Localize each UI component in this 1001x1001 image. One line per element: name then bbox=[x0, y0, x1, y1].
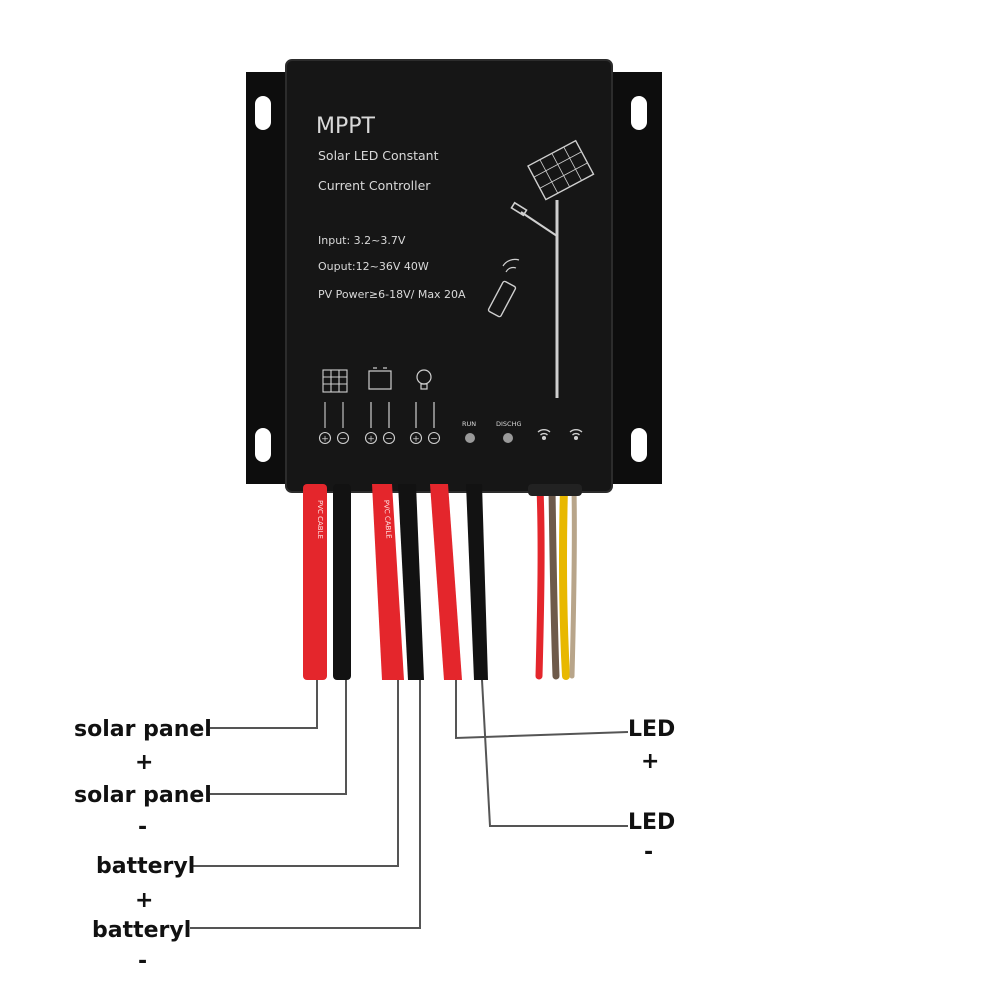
leader-line-led-positive bbox=[455, 680, 629, 740]
subtitle-line2: Current Controller bbox=[318, 178, 431, 193]
terminal-minus-icon bbox=[336, 431, 350, 445]
wireless-signal-icon bbox=[569, 429, 583, 441]
solar-panel-icon bbox=[322, 369, 348, 428]
spec-input: Input: 3.2~3.7V bbox=[318, 234, 406, 247]
terminal-minus-icon bbox=[427, 431, 441, 445]
wire-solar-negative bbox=[333, 484, 351, 680]
terminal-plus-sign: + bbox=[412, 435, 420, 445]
battery-icon bbox=[368, 367, 392, 428]
leader-line-battery-positive bbox=[190, 680, 399, 867]
run-label: RUN bbox=[462, 420, 476, 428]
label-led-negative-sign: - bbox=[644, 840, 654, 865]
mount-hole-top-right bbox=[631, 96, 647, 130]
terminal-minus-icon bbox=[382, 431, 396, 445]
mount-hole-top-left bbox=[255, 96, 271, 130]
terminal-minus-sign: − bbox=[339, 435, 347, 445]
wireless-signal-icon bbox=[537, 429, 551, 441]
spec-pv: PV Power≥6-18V/ Max 20A bbox=[318, 288, 466, 301]
label-solar-panel-negative-sign: - bbox=[138, 815, 148, 840]
cable-print: PVC CABLE bbox=[316, 500, 324, 539]
label-solar-panel-positive: solar panel bbox=[74, 717, 212, 742]
wire-solar-positive: PVC CABLE bbox=[303, 484, 327, 680]
label-battery-positive: batteryl bbox=[96, 854, 196, 879]
cable-print: PVC CABLE bbox=[382, 500, 393, 539]
terminal-markers: +−+−+− bbox=[318, 431, 441, 445]
label-solar-panel-negative: solar panel bbox=[74, 783, 212, 808]
discharge-label: DISCHG bbox=[496, 420, 522, 428]
terminal-plus-sign: + bbox=[321, 435, 329, 445]
label-battery-negative: batteryl bbox=[92, 918, 192, 943]
wire-led-positive bbox=[430, 484, 462, 680]
wire-battery-negative bbox=[398, 484, 424, 680]
label-led-positive: LED bbox=[628, 717, 676, 742]
solar-street-lamp-icon bbox=[510, 139, 595, 398]
subtitle-line1: Solar LED Constant bbox=[318, 148, 439, 163]
remote-control-icon bbox=[487, 258, 520, 318]
label-solar-panel-positive-sign: + bbox=[135, 750, 154, 775]
label-battery-positive-sign: + bbox=[135, 888, 154, 913]
terminal-plus-icon bbox=[364, 431, 378, 445]
terminal-plus-icon bbox=[409, 431, 423, 445]
mount-hole-bottom-right bbox=[631, 428, 647, 462]
lightbulb-icon bbox=[415, 369, 435, 428]
leader-line-solar-negative bbox=[210, 680, 347, 795]
terminal-minus-sign: − bbox=[385, 435, 393, 445]
mounting-flange-right bbox=[606, 72, 662, 484]
leader-line-solar-positive bbox=[210, 680, 318, 729]
signal-wire-bundle bbox=[528, 484, 582, 680]
leader-line-led-negative bbox=[481, 679, 628, 827]
label-led-negative: LED bbox=[628, 810, 676, 835]
wire-led-negative bbox=[466, 484, 488, 680]
label-led-positive-sign: + bbox=[641, 749, 660, 774]
terminal-plus-icon bbox=[318, 431, 332, 445]
spec-output: Ouput:12~36V 40W bbox=[318, 260, 429, 273]
leader-line-battery-negative bbox=[190, 680, 421, 929]
mount-hole-bottom-left bbox=[255, 428, 271, 462]
discharge-indicator-led bbox=[503, 433, 513, 443]
run-indicator-led bbox=[465, 433, 475, 443]
leader-lines bbox=[190, 679, 629, 929]
terminal-minus-sign: − bbox=[430, 435, 438, 445]
label-battery-negative-sign: - bbox=[138, 949, 148, 974]
wire-battery-positive: PVC CABLE bbox=[372, 484, 404, 680]
brand-label: MPPT bbox=[316, 114, 376, 139]
controller-body bbox=[285, 59, 613, 493]
terminal-plus-sign: + bbox=[367, 435, 375, 445]
